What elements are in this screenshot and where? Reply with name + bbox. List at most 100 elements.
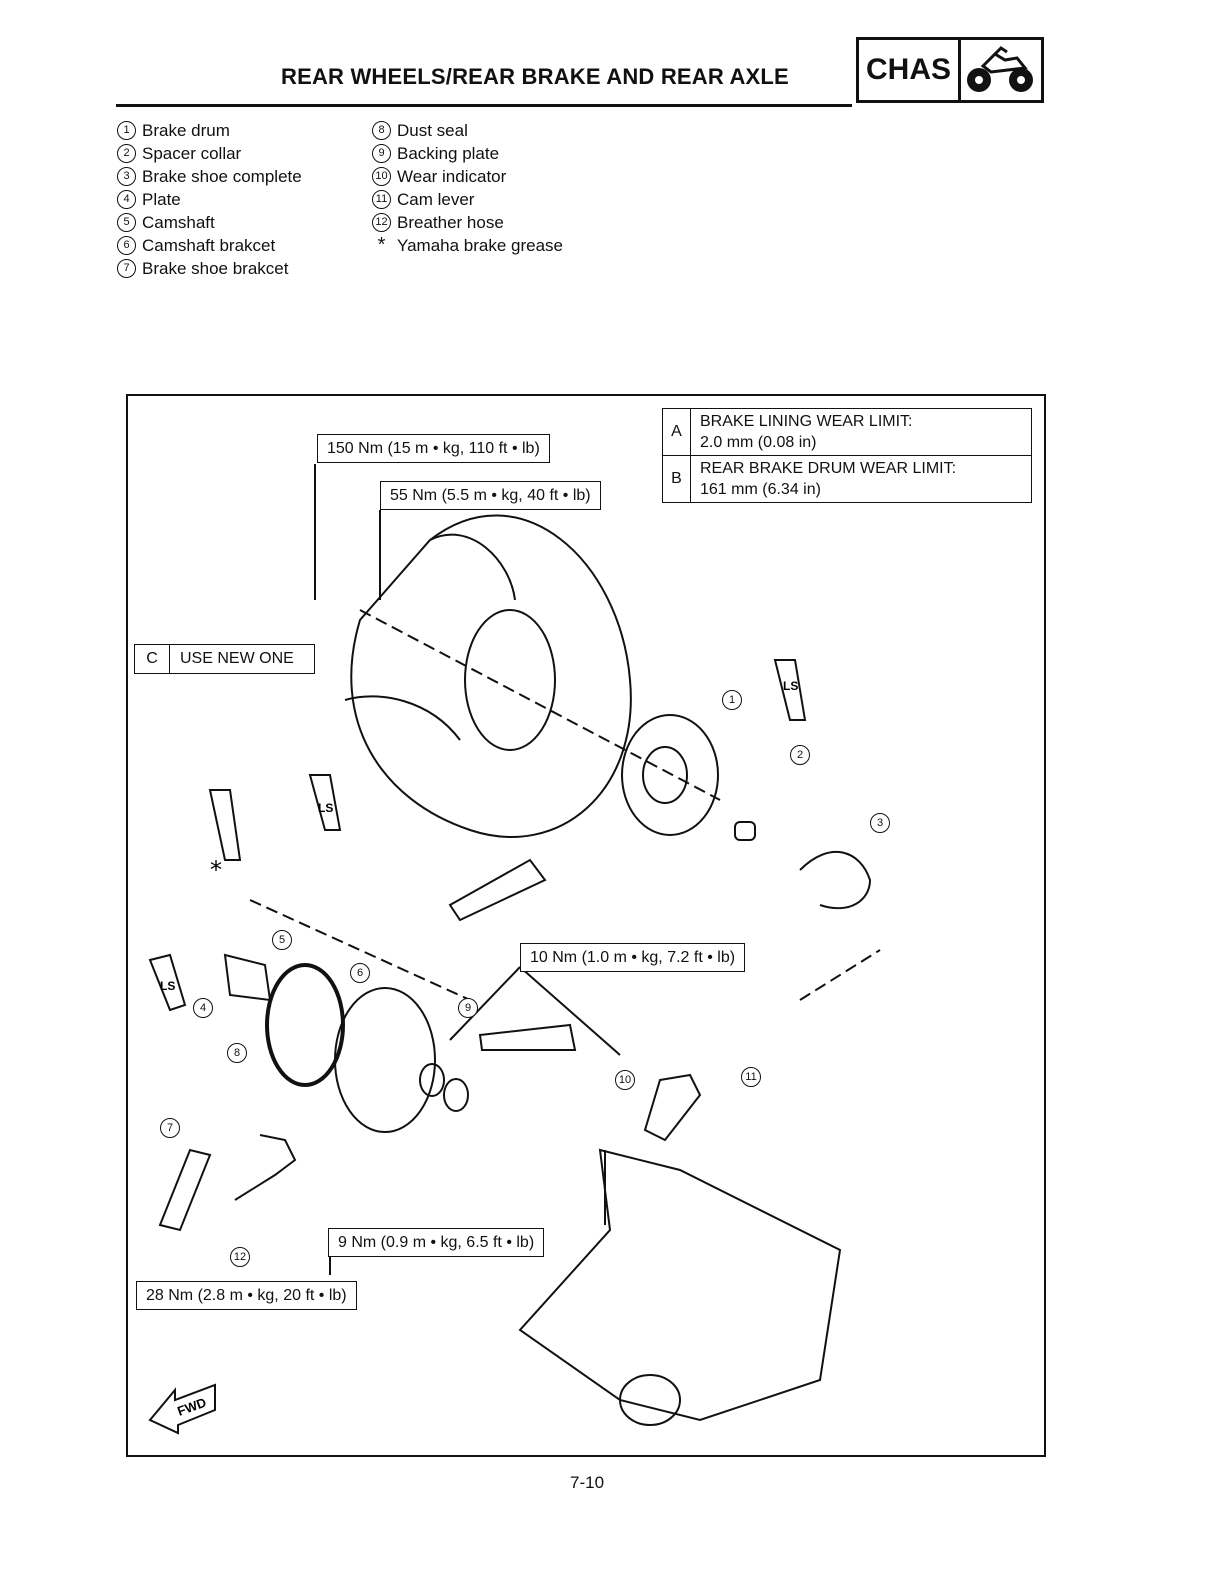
legend-label: Camshaft brakcet bbox=[142, 236, 276, 255]
legend-number: 5 bbox=[117, 213, 136, 232]
legend-item: 10 Wear indicator bbox=[372, 165, 563, 188]
backing-plate bbox=[334, 987, 436, 1133]
note-text: USE NEW ONE bbox=[180, 650, 294, 667]
page-title: REAR WHEELS/REAR BRAKE AND REAR AXLE bbox=[281, 64, 789, 89]
legend-item: 1 Brake drum bbox=[117, 119, 302, 142]
exploded-diagram-frame bbox=[126, 394, 1046, 1457]
legend-item: 3 Brake shoe complete bbox=[117, 165, 302, 188]
spec-key: B bbox=[663, 456, 691, 502]
torque-label-9nm: 9 Nm (0.9 m • kg, 6.5 ft • lb) bbox=[328, 1228, 545, 1257]
spec-row: A BRAKE LINING WEAR LIMIT: 2.0 mm (0.08 … bbox=[663, 409, 1031, 456]
callout-4: 4 bbox=[193, 998, 213, 1018]
note-key: C bbox=[135, 645, 170, 673]
grease-tube bbox=[478, 1023, 577, 1051]
spec-heading: BRAKE LINING WEAR LIMIT: bbox=[700, 413, 913, 430]
asterisk-mark: * bbox=[210, 856, 222, 884]
torque-label-55nm: 55 Nm (5.5 m • kg, 40 ft • lb) bbox=[380, 481, 601, 510]
legend-number: 1 bbox=[117, 121, 136, 140]
tire-outline bbox=[350, 514, 632, 838]
legend-label: Wear indicator bbox=[397, 167, 507, 186]
legend-label: Cam lever bbox=[397, 190, 475, 209]
torque-label-28nm: 28 Nm (2.8 m • kg, 20 ft • lb) bbox=[136, 1281, 357, 1310]
legend-label: Brake shoe complete bbox=[142, 167, 302, 186]
legend-number: 7 bbox=[117, 259, 136, 278]
title-underline bbox=[116, 104, 852, 107]
fwd-arrow-icon bbox=[148, 1383, 216, 1435]
spec-value: BRAKE LINING WEAR LIMIT: 2.0 mm (0.08 in… bbox=[691, 409, 921, 455]
legend-item: 5 Camshaft bbox=[117, 211, 302, 234]
wear-limit-table: A BRAKE LINING WEAR LIMIT: 2.0 mm (0.08 … bbox=[662, 408, 1032, 503]
swingarm bbox=[518, 1148, 842, 1422]
legend-number: 12 bbox=[372, 213, 391, 232]
grease-label: LS bbox=[160, 979, 175, 993]
section-badge: CHAS bbox=[856, 37, 1044, 103]
grease-gun bbox=[148, 953, 187, 1012]
page-number: 7-10 bbox=[570, 1473, 605, 1492]
legend-number: 3 bbox=[117, 167, 136, 186]
callout-7: 7 bbox=[160, 1118, 180, 1138]
brake-shoe bbox=[799, 851, 872, 910]
callout-9: 9 bbox=[458, 998, 478, 1018]
legend-label: Brake drum bbox=[142, 121, 230, 140]
legend-item: * Yamaha brake grease bbox=[372, 234, 563, 257]
grease-tube bbox=[448, 858, 547, 922]
callout-12: 12 bbox=[230, 1247, 250, 1267]
callout-6: 6 bbox=[350, 963, 370, 983]
asterisk-icon: * bbox=[377, 234, 386, 256]
legend-number: 10 bbox=[372, 167, 391, 186]
grease-tube bbox=[158, 1148, 212, 1232]
wheel-rim-lower bbox=[344, 695, 461, 741]
legend-label: Yamaha brake grease bbox=[397, 236, 564, 255]
bearing bbox=[443, 1078, 469, 1112]
spec-measure: 2.0 mm (0.08 in) bbox=[700, 434, 817, 451]
bearing bbox=[419, 1063, 445, 1097]
legend-number: 4 bbox=[117, 190, 136, 209]
grease-label: LS bbox=[318, 801, 333, 815]
spec-measure: 161 mm (6.34 in) bbox=[700, 481, 821, 498]
brake-drum-inner bbox=[642, 746, 688, 804]
callout-10: 10 bbox=[615, 1070, 635, 1090]
grease-label: LS bbox=[783, 679, 798, 693]
legend-number: 8 bbox=[372, 121, 391, 140]
legend-label: Dust seal bbox=[397, 121, 468, 140]
atv-icon bbox=[961, 40, 1041, 100]
callout-8: 8 bbox=[227, 1043, 247, 1063]
spec-key: A bbox=[663, 409, 691, 455]
callout-3: 3 bbox=[870, 813, 890, 833]
legend-label: Brake shoe brakcet bbox=[142, 259, 289, 278]
spec-heading: REAR BRAKE DRUM WEAR LIMIT: bbox=[700, 460, 957, 477]
legend-number: 2 bbox=[117, 144, 136, 163]
legend-label: Spacer collar bbox=[142, 144, 242, 163]
dust-seal bbox=[265, 963, 345, 1087]
note-box: C USE NEW ONE bbox=[134, 644, 315, 674]
torque-label-10nm: 10 Nm (1.0 m • kg, 7.2 ft • lb) bbox=[520, 943, 746, 972]
cam-lever bbox=[643, 1073, 702, 1142]
axle-line bbox=[249, 609, 881, 1001]
leader-line bbox=[314, 464, 621, 1275]
brake-drum bbox=[621, 714, 719, 836]
callout-11: 11 bbox=[741, 1067, 761, 1087]
legend-item: 6 Camshaft brakcet bbox=[117, 234, 302, 257]
legend-number: 11 bbox=[372, 190, 391, 209]
torque-label-150nm: 150 Nm (15 m • kg, 110 ft • lb) bbox=[317, 434, 550, 463]
spec-row: B REAR BRAKE DRUM WEAR LIMIT: 161 mm (6.… bbox=[663, 456, 1031, 502]
wheel-rim-upper bbox=[429, 533, 516, 601]
plate-part bbox=[223, 953, 272, 1002]
breather-hose bbox=[234, 1134, 297, 1201]
legend-item: 11 Cam lever bbox=[372, 188, 563, 211]
parts-legend-left: 1 Brake drum 2 Spacer collar 3 Brake shoe c… bbox=[117, 119, 302, 280]
legend-number: 9 bbox=[372, 144, 391, 163]
legend-item: 8 Dust seal bbox=[372, 119, 563, 142]
legend-number: 6 bbox=[117, 236, 136, 255]
legend-item: 7 Brake shoe brakcet bbox=[117, 257, 302, 280]
legend-label: Camshaft bbox=[142, 213, 215, 232]
callout-2: 2 bbox=[790, 745, 810, 765]
callout-1: 1 bbox=[722, 690, 742, 710]
spec-value: REAR BRAKE DRUM WEAR LIMIT: 161 mm (6.34… bbox=[691, 456, 965, 502]
swingarm-pivot bbox=[619, 1374, 681, 1426]
